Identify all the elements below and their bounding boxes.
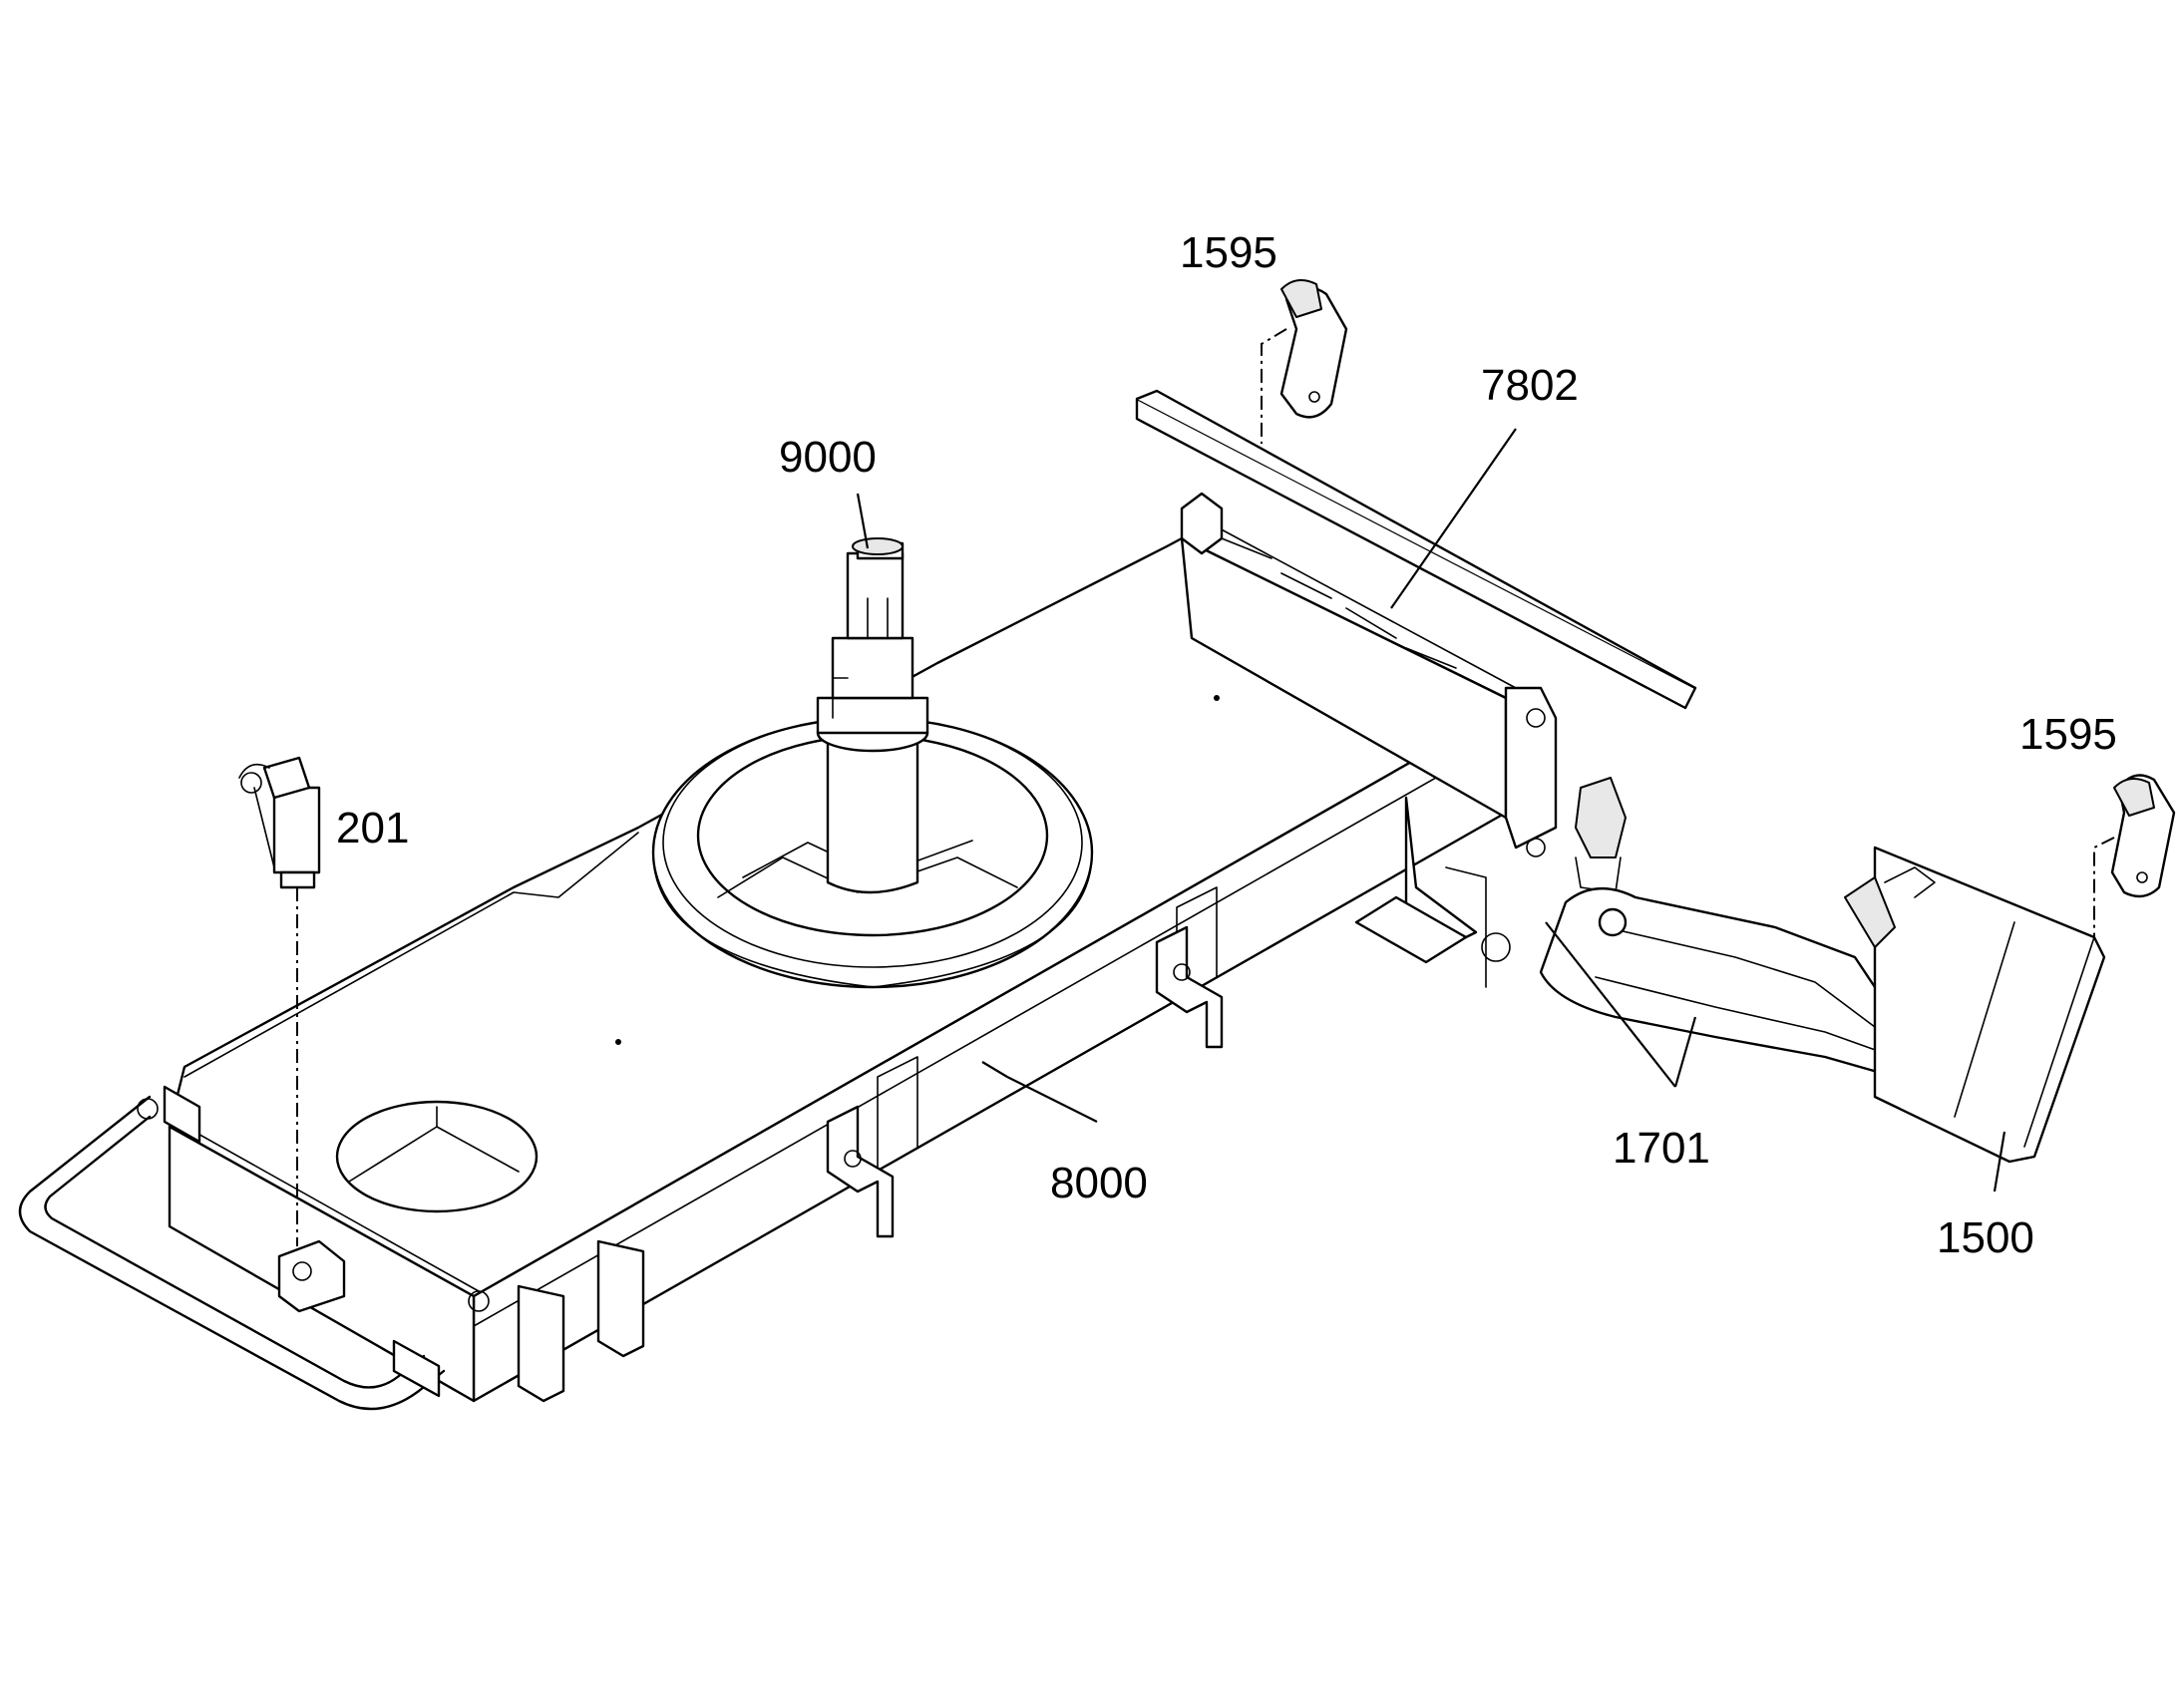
- callout-1500: 1500: [1937, 1213, 2034, 1262]
- callout-7802: 7802: [1481, 361, 1579, 410]
- leader-lines: [856, 428, 2006, 1193]
- fitting-1595-top: [1261, 279, 1348, 444]
- callout-1595-right: 1595: [2019, 710, 2117, 759]
- callout-1701: 1701: [1613, 1124, 1710, 1173]
- callout-201: 201: [336, 804, 410, 853]
- rear-frame-7802: [1135, 389, 1697, 988]
- callout-9000: 9000: [779, 433, 877, 482]
- fitting-1595-right: [2093, 774, 2176, 937]
- plug-201: [238, 756, 346, 1313]
- bumper-1500: [1844, 846, 2106, 1164]
- actuator-post-9000: [816, 537, 929, 894]
- callout-8000: 8000: [1050, 1159, 1148, 1207]
- callout-1595-top: 1595: [1180, 228, 1277, 277]
